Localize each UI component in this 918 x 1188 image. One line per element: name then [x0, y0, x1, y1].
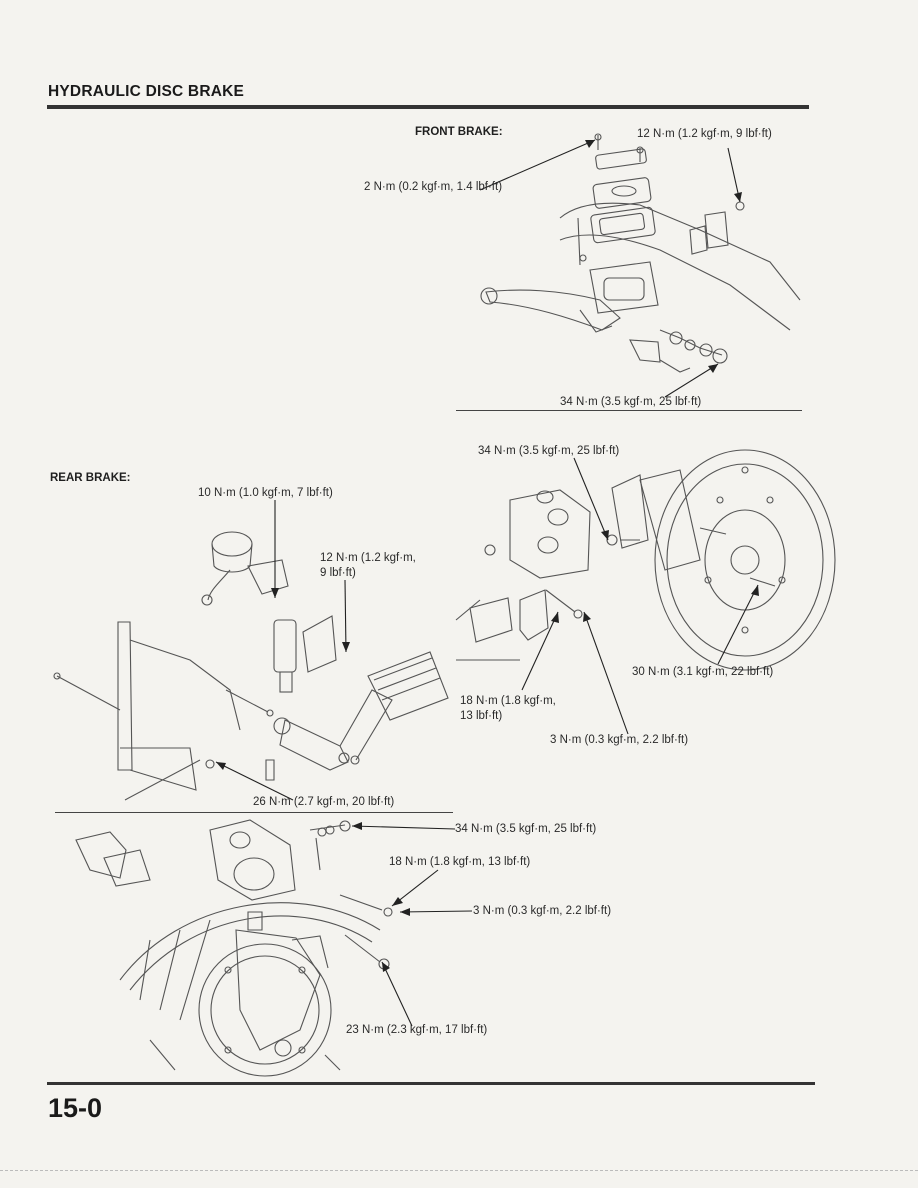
- front-master-cylinder-drawing: [480, 133, 801, 373]
- page-title: HYDRAULIC DISC BRAKE: [48, 83, 245, 100]
- rear-master-cyl-torque: 12 N·m (1.2 kgf·m,: [320, 552, 416, 564]
- front-caliper-hose-torque: 34 N·m (3.5 kgf·m, 25 lbf·ft): [478, 445, 620, 457]
- rear-master-cylinder-drawing: [53, 531, 449, 801]
- front-brake-label: FRONT BRAKE:: [415, 126, 503, 138]
- page-number: 15-0: [48, 1093, 103, 1123]
- front-hose-bolt-torque: 34 N·m (3.5 kgf·m, 25 lbf·ft): [560, 396, 702, 408]
- front-caliper-pad-pin-torque: 18 N·m (1.8 kgf·m,: [460, 695, 556, 707]
- front-caliper-pin-plug-torque: 3 N·m (0.3 kgf·m, 2.2 lbf·ft): [550, 734, 689, 746]
- front-holder-torque: 12 N·m (1.2 kgf·m, 9 lbf·ft): [637, 128, 772, 140]
- front-caliper-pad-pin-torque-2: 13 lbf·ft): [460, 710, 503, 722]
- leader-lines: [215, 139, 759, 1027]
- scan-edge-line: [0, 1170, 918, 1172]
- leader-arrowheads: [216, 140, 759, 972]
- rear-pedal-pivot-torque: 26 N·m (2.7 kgf·m, 20 lbf·ft): [253, 796, 395, 808]
- rear-caliper-pad-pin-torque: 18 N·m (1.8 kgf·m, 13 lbf·ft): [389, 856, 531, 868]
- front-reservoir-cap-torque: 2 N·m (0.2 kgf·m, 1.4 lbf·ft): [364, 181, 503, 193]
- header-rule: [47, 105, 809, 109]
- rear-caliper-drawing: [75, 819, 393, 1077]
- rear-section-divider: [55, 812, 453, 813]
- front-caliper-mount-torque: 30 N·m (3.1 kgf·m, 22 lbf·ft): [632, 666, 774, 678]
- rear-reservoir-torque: 10 N·m (1.0 kgf·m, 7 lbf·ft): [198, 487, 333, 499]
- rear-caliper-pin-plug-torque: 3 N·m (0.3 kgf·m, 2.2 lbf·ft): [473, 905, 612, 917]
- rear-brake-label: REAR BRAKE:: [50, 472, 131, 484]
- front-caliper-drawing: [455, 449, 836, 671]
- rear-caliper-hose-torque: 34 N·m (3.5 kgf·m, 25 lbf·ft): [455, 823, 597, 835]
- footer-rule: [47, 1082, 815, 1085]
- front-section-divider: [456, 410, 802, 411]
- rear-caliper-bracket-torque: 23 N·m (2.3 kgf·m, 17 lbf·ft): [346, 1024, 488, 1036]
- rear-master-cyl-torque-2: 9 lbf·ft): [320, 567, 356, 579]
